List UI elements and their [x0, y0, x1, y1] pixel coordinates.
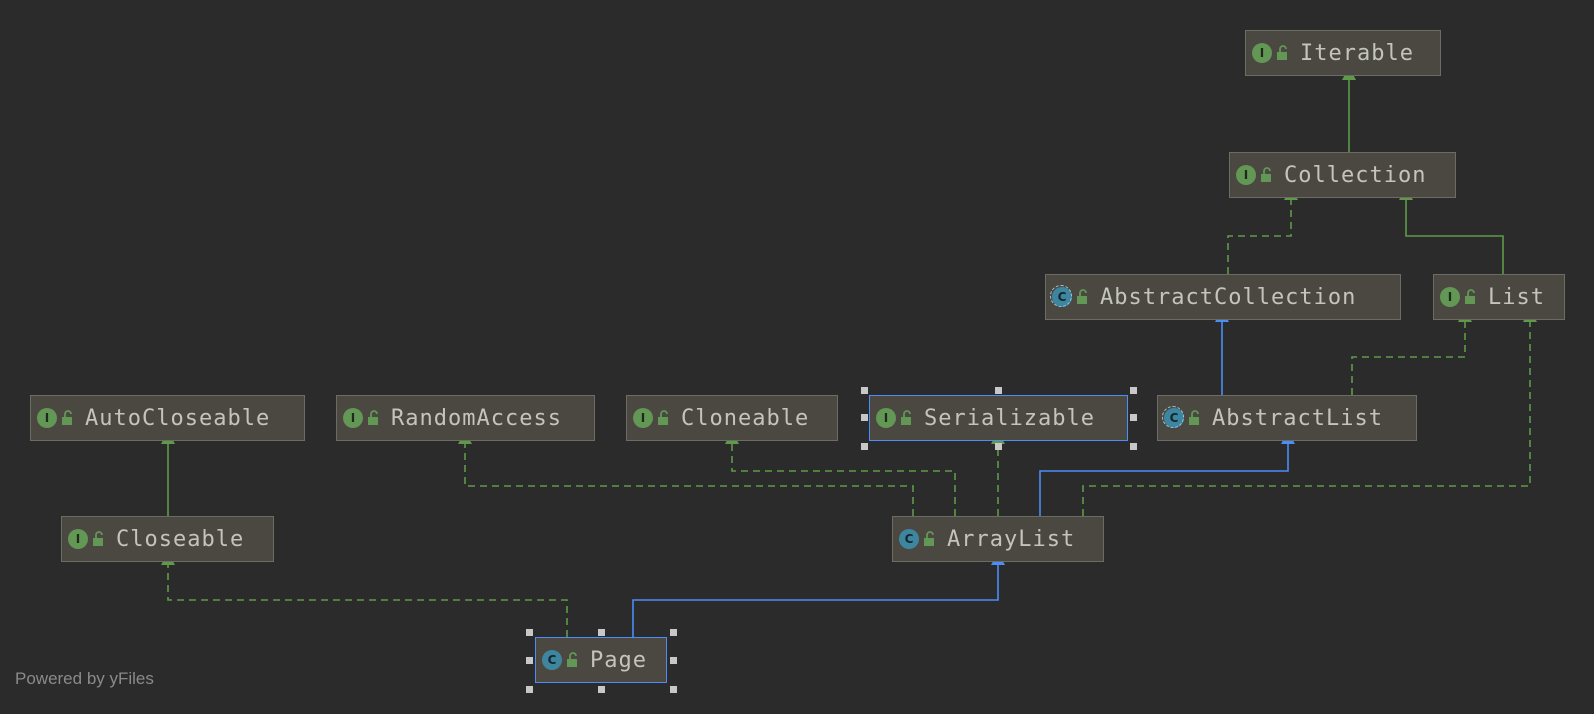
node-label: AbstractCollection [1100, 284, 1357, 310]
edge-page-arraylist [632, 552, 1005, 637]
node-label: List [1488, 284, 1545, 310]
selection-handle[interactable] [995, 443, 1002, 450]
selection-handle[interactable] [1130, 387, 1137, 394]
node-label: Page [590, 647, 647, 673]
node-label: Cloneable [681, 405, 810, 431]
node-label: AutoCloseable [85, 405, 271, 431]
abstract-class-icon: C [1162, 406, 1184, 428]
public-lock-icon [92, 531, 106, 547]
node-array-list[interactable]: C ArrayList [892, 516, 1104, 562]
node-random-access[interactable]: I RandomAccess [336, 395, 595, 441]
node-list[interactable]: I List [1433, 274, 1565, 320]
public-lock-icon [1276, 45, 1290, 61]
interface-icon: I [343, 408, 363, 428]
selection-handle[interactable] [670, 686, 677, 693]
selection-handle[interactable] [526, 657, 533, 664]
edge-arraylist-randomaccess [458, 431, 914, 516]
abstract-class-icon: C [1050, 285, 1072, 307]
selection-handle[interactable] [526, 629, 533, 636]
public-lock-icon [367, 410, 381, 426]
selection-handle[interactable] [670, 629, 677, 636]
node-page[interactable]: C Page [535, 637, 667, 683]
selection-handle[interactable] [861, 443, 868, 450]
edge-abstractlist-list [1351, 309, 1472, 395]
selection-handle[interactable] [598, 686, 605, 693]
node-label: Collection [1284, 162, 1427, 188]
selection-handle[interactable] [861, 414, 868, 421]
interface-icon: I [633, 408, 653, 428]
node-collection[interactable]: I Collection [1229, 152, 1456, 198]
node-label: ArrayList [947, 526, 1076, 552]
edge-list-collection [1399, 187, 1504, 274]
node-iterable[interactable]: I Iterable [1245, 30, 1441, 76]
public-lock-icon [1260, 167, 1274, 183]
node-label: Serializable [924, 405, 1095, 431]
node-label: RandomAccess [391, 405, 562, 431]
node-serializable[interactable]: I Serializable [869, 395, 1128, 441]
node-label: Closeable [116, 526, 245, 552]
selection-handle[interactable] [995, 387, 1002, 394]
public-lock-icon [657, 410, 671, 426]
interface-icon: I [37, 408, 57, 428]
node-closeable[interactable]: I Closeable [61, 516, 274, 562]
node-label: Iterable [1300, 40, 1414, 66]
interface-icon: I [68, 529, 88, 549]
edge-arraylist-abstractlist [1039, 431, 1295, 516]
class-icon: C [542, 650, 562, 670]
public-lock-icon [1188, 410, 1202, 426]
selection-handle[interactable] [861, 387, 868, 394]
powered-by-label: Powered by yFiles [15, 669, 154, 688]
node-cloneable[interactable]: I Cloneable [626, 395, 838, 441]
public-lock-icon [61, 410, 75, 426]
public-lock-icon [900, 410, 914, 426]
edge-arraylist-cloneable [725, 431, 956, 516]
public-lock-icon [566, 652, 580, 668]
interface-icon: I [1440, 287, 1460, 307]
interface-icon: I [1252, 43, 1272, 63]
node-auto-closeable[interactable]: I AutoCloseable [30, 395, 305, 441]
edge-abstractcollection-collection [1227, 187, 1298, 274]
node-abstract-collection[interactable]: C AbstractCollection [1045, 274, 1401, 320]
node-label: AbstractList [1212, 405, 1383, 431]
interface-icon: I [876, 408, 896, 428]
interface-icon: I [1236, 165, 1256, 185]
edge-page-closeable [161, 552, 568, 637]
public-lock-icon [923, 531, 937, 547]
public-lock-icon [1464, 289, 1478, 305]
selection-handle[interactable] [526, 686, 533, 693]
node-abstract-list[interactable]: C AbstractList [1157, 395, 1417, 441]
edge-arraylist-list [1082, 309, 1537, 516]
selection-handle[interactable] [670, 657, 677, 664]
selection-handle[interactable] [1130, 414, 1137, 421]
selection-handle[interactable] [1130, 443, 1137, 450]
selection-handle[interactable] [598, 629, 605, 636]
public-lock-icon [1076, 289, 1090, 305]
class-icon: C [899, 529, 919, 549]
